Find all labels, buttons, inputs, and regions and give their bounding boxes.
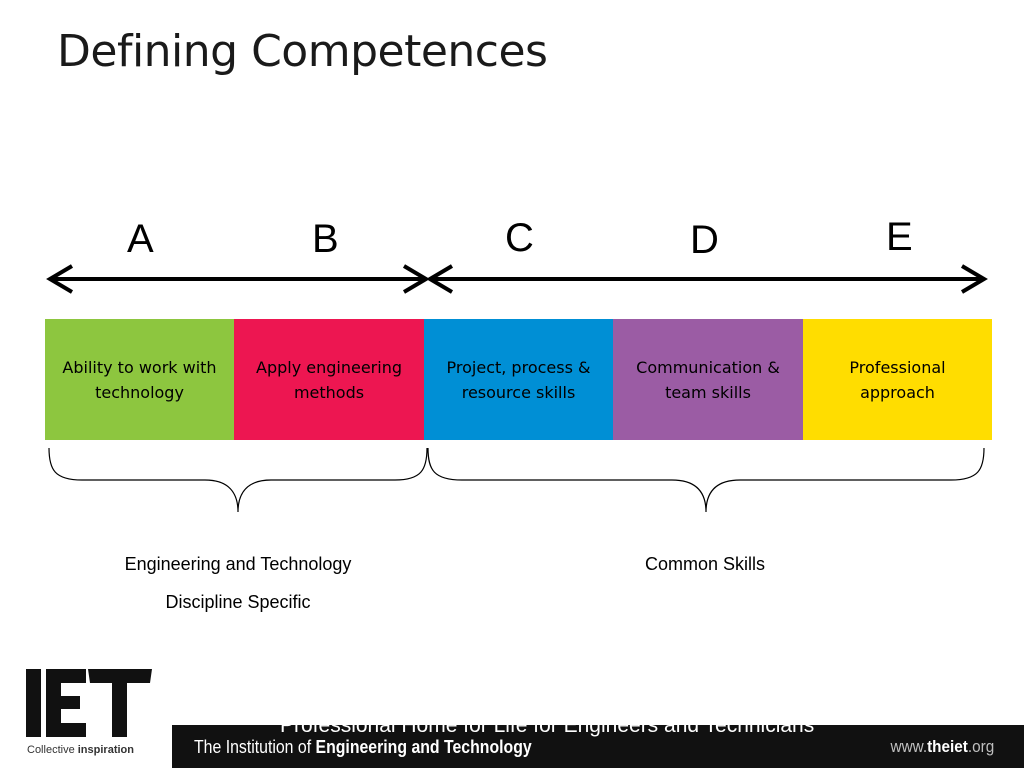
footer-url[interactable]: www.theiet.org xyxy=(890,737,994,757)
collective-prefix: Collective xyxy=(27,744,78,756)
collective-bold: inspiration xyxy=(77,744,134,756)
footer-institution-prefix: The Institution of xyxy=(194,737,316,757)
double-arrow-right-group xyxy=(426,264,988,294)
footer-institution: The Institution of Engineering and Techn… xyxy=(194,737,532,758)
letter-e: E xyxy=(886,215,913,259)
group-label-common-line1: Common Skills xyxy=(644,554,766,574)
group-label-engineering: Engineering and Technology Discipline Sp… xyxy=(88,545,388,621)
collective-inspiration: Collective inspiration xyxy=(27,744,134,756)
competence-box-d: Communication & team skills xyxy=(613,319,803,440)
letter-c: C xyxy=(505,216,534,260)
footer-url-suffix: .org xyxy=(967,737,994,756)
footer-bar xyxy=(172,725,1024,768)
group-label-common: Common Skills xyxy=(555,545,855,583)
competence-box-c-label: Project, process & resource skills xyxy=(446,358,591,402)
competence-box-e: Professional approach xyxy=(803,319,992,440)
competence-box-a-label: Ability to work with technology xyxy=(62,358,217,402)
footer-url-prefix: www. xyxy=(890,737,927,756)
slide-title: Defining Competences xyxy=(57,26,548,77)
brace-left xyxy=(48,447,428,513)
iet-logo xyxy=(26,669,152,737)
competence-boxes: Ability to work with technology Apply en… xyxy=(45,319,992,440)
competence-box-b: Apply engineering methods xyxy=(234,319,424,440)
footer-url-bold: theiet xyxy=(926,737,968,756)
competence-box-d-label: Communication & team skills xyxy=(636,358,780,402)
double-arrow-left-group xyxy=(46,264,430,294)
brace-right xyxy=(427,447,985,513)
competence-box-b-label: Apply engineering methods xyxy=(256,358,402,402)
letter-b: B xyxy=(312,217,339,261)
competence-box-a: Ability to work with technology xyxy=(45,319,234,440)
group-label-engineering-line2: Discipline Specific xyxy=(165,592,311,612)
letter-a: A xyxy=(127,217,154,261)
footer-tagline: Professional Home for Life for Engineers… xyxy=(280,714,815,737)
group-label-engineering-line1: Engineering and Technology xyxy=(124,554,352,574)
competence-box-e-label: Professional approach xyxy=(849,358,946,402)
competence-box-c: Project, process & resource skills xyxy=(424,319,613,440)
footer-institution-bold: Engineering and Technology xyxy=(315,737,532,757)
letter-d: D xyxy=(690,218,719,262)
